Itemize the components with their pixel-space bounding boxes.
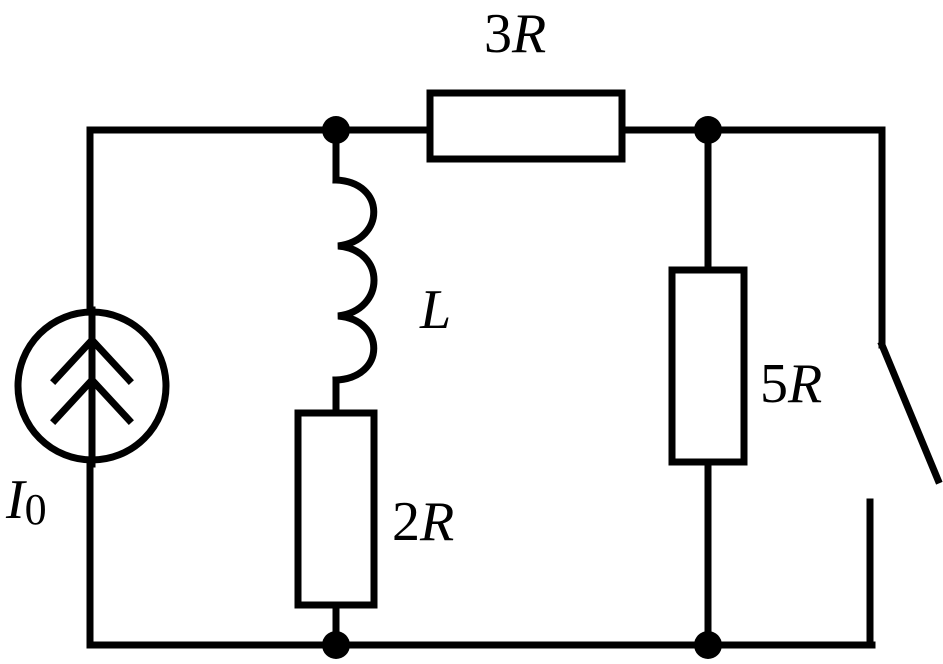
node-top-right bbox=[694, 116, 722, 144]
label-2r: 2R bbox=[392, 491, 454, 553]
junction-nodes bbox=[322, 116, 722, 659]
label-3r: 3R bbox=[484, 3, 546, 65]
label-5r: 5R bbox=[760, 353, 822, 415]
inductor-icon bbox=[332, 176, 378, 384]
node-bottom-right bbox=[694, 631, 722, 659]
node-bottom-left bbox=[322, 631, 350, 659]
node-top-left bbox=[322, 116, 350, 144]
label-i0: I0 bbox=[5, 469, 47, 534]
resistor-2r bbox=[294, 409, 378, 609]
current-source-icon bbox=[14, 306, 170, 468]
resistor-5r bbox=[668, 266, 748, 466]
open-switch-icon bbox=[877, 340, 943, 485]
label-l: L bbox=[419, 279, 451, 341]
resistor-3r bbox=[426, 89, 626, 163]
